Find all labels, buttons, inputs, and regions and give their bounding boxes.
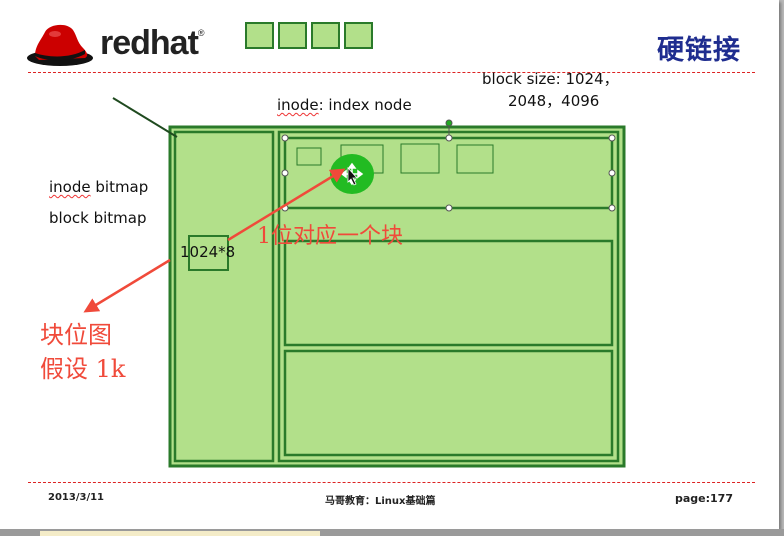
arrow-bitmap-label xyxy=(83,258,171,313)
selection-handle[interactable] xyxy=(445,134,453,142)
top-rule xyxy=(28,72,755,73)
slide-nav-squares xyxy=(245,22,373,49)
nav-square[interactable] xyxy=(278,22,307,49)
footer-date: 2013/3/11 xyxy=(48,492,105,503)
redhat-logo-icon xyxy=(27,24,93,66)
bitmap-column xyxy=(173,130,275,463)
inode-label: inode: index node xyxy=(277,96,412,114)
inode-cell xyxy=(456,144,494,174)
block-bitmap-label: block bitmap xyxy=(49,209,147,227)
selection-handle[interactable] xyxy=(608,169,616,177)
block-size-label: block size: 1024， 2048，4096 xyxy=(482,70,619,110)
inode-bitmap-label: inode bitmap xyxy=(49,178,149,196)
nav-square[interactable] xyxy=(344,22,373,49)
selection-handle[interactable] xyxy=(281,169,289,177)
selection-handle[interactable] xyxy=(281,134,289,142)
pointer-line xyxy=(112,97,178,138)
status-tab xyxy=(40,531,320,536)
block-group xyxy=(283,239,614,347)
footer-course: 马哥教育：Linux基础篇 xyxy=(325,496,436,507)
inode-cell xyxy=(296,147,322,166)
arrow-cursor-icon xyxy=(347,166,358,186)
arrow-bit-to-block xyxy=(227,168,346,242)
selection-handle[interactable] xyxy=(608,204,616,212)
brand-text: redhat® xyxy=(100,24,205,62)
bitmap-box xyxy=(188,235,229,271)
selection-handle[interactable] xyxy=(445,204,453,212)
bottom-rule xyxy=(28,482,755,483)
footer-page-number: page:177 xyxy=(675,492,733,505)
bitmap-value: 1024*8 xyxy=(180,243,236,261)
annotation-bit-per-block: 1位对应一个块 xyxy=(257,224,403,249)
bottom-status-strip xyxy=(0,529,784,536)
nav-square[interactable] xyxy=(311,22,340,49)
block-group xyxy=(283,349,614,457)
selection-handle[interactable] xyxy=(608,134,616,142)
nav-square[interactable] xyxy=(245,22,274,49)
inode-cell xyxy=(400,143,440,174)
annotation-block-bitmap: 块位图 假设 1k xyxy=(40,321,126,383)
slide-title: 硬链接 xyxy=(657,35,741,66)
rotate-handle[interactable] xyxy=(445,119,453,127)
